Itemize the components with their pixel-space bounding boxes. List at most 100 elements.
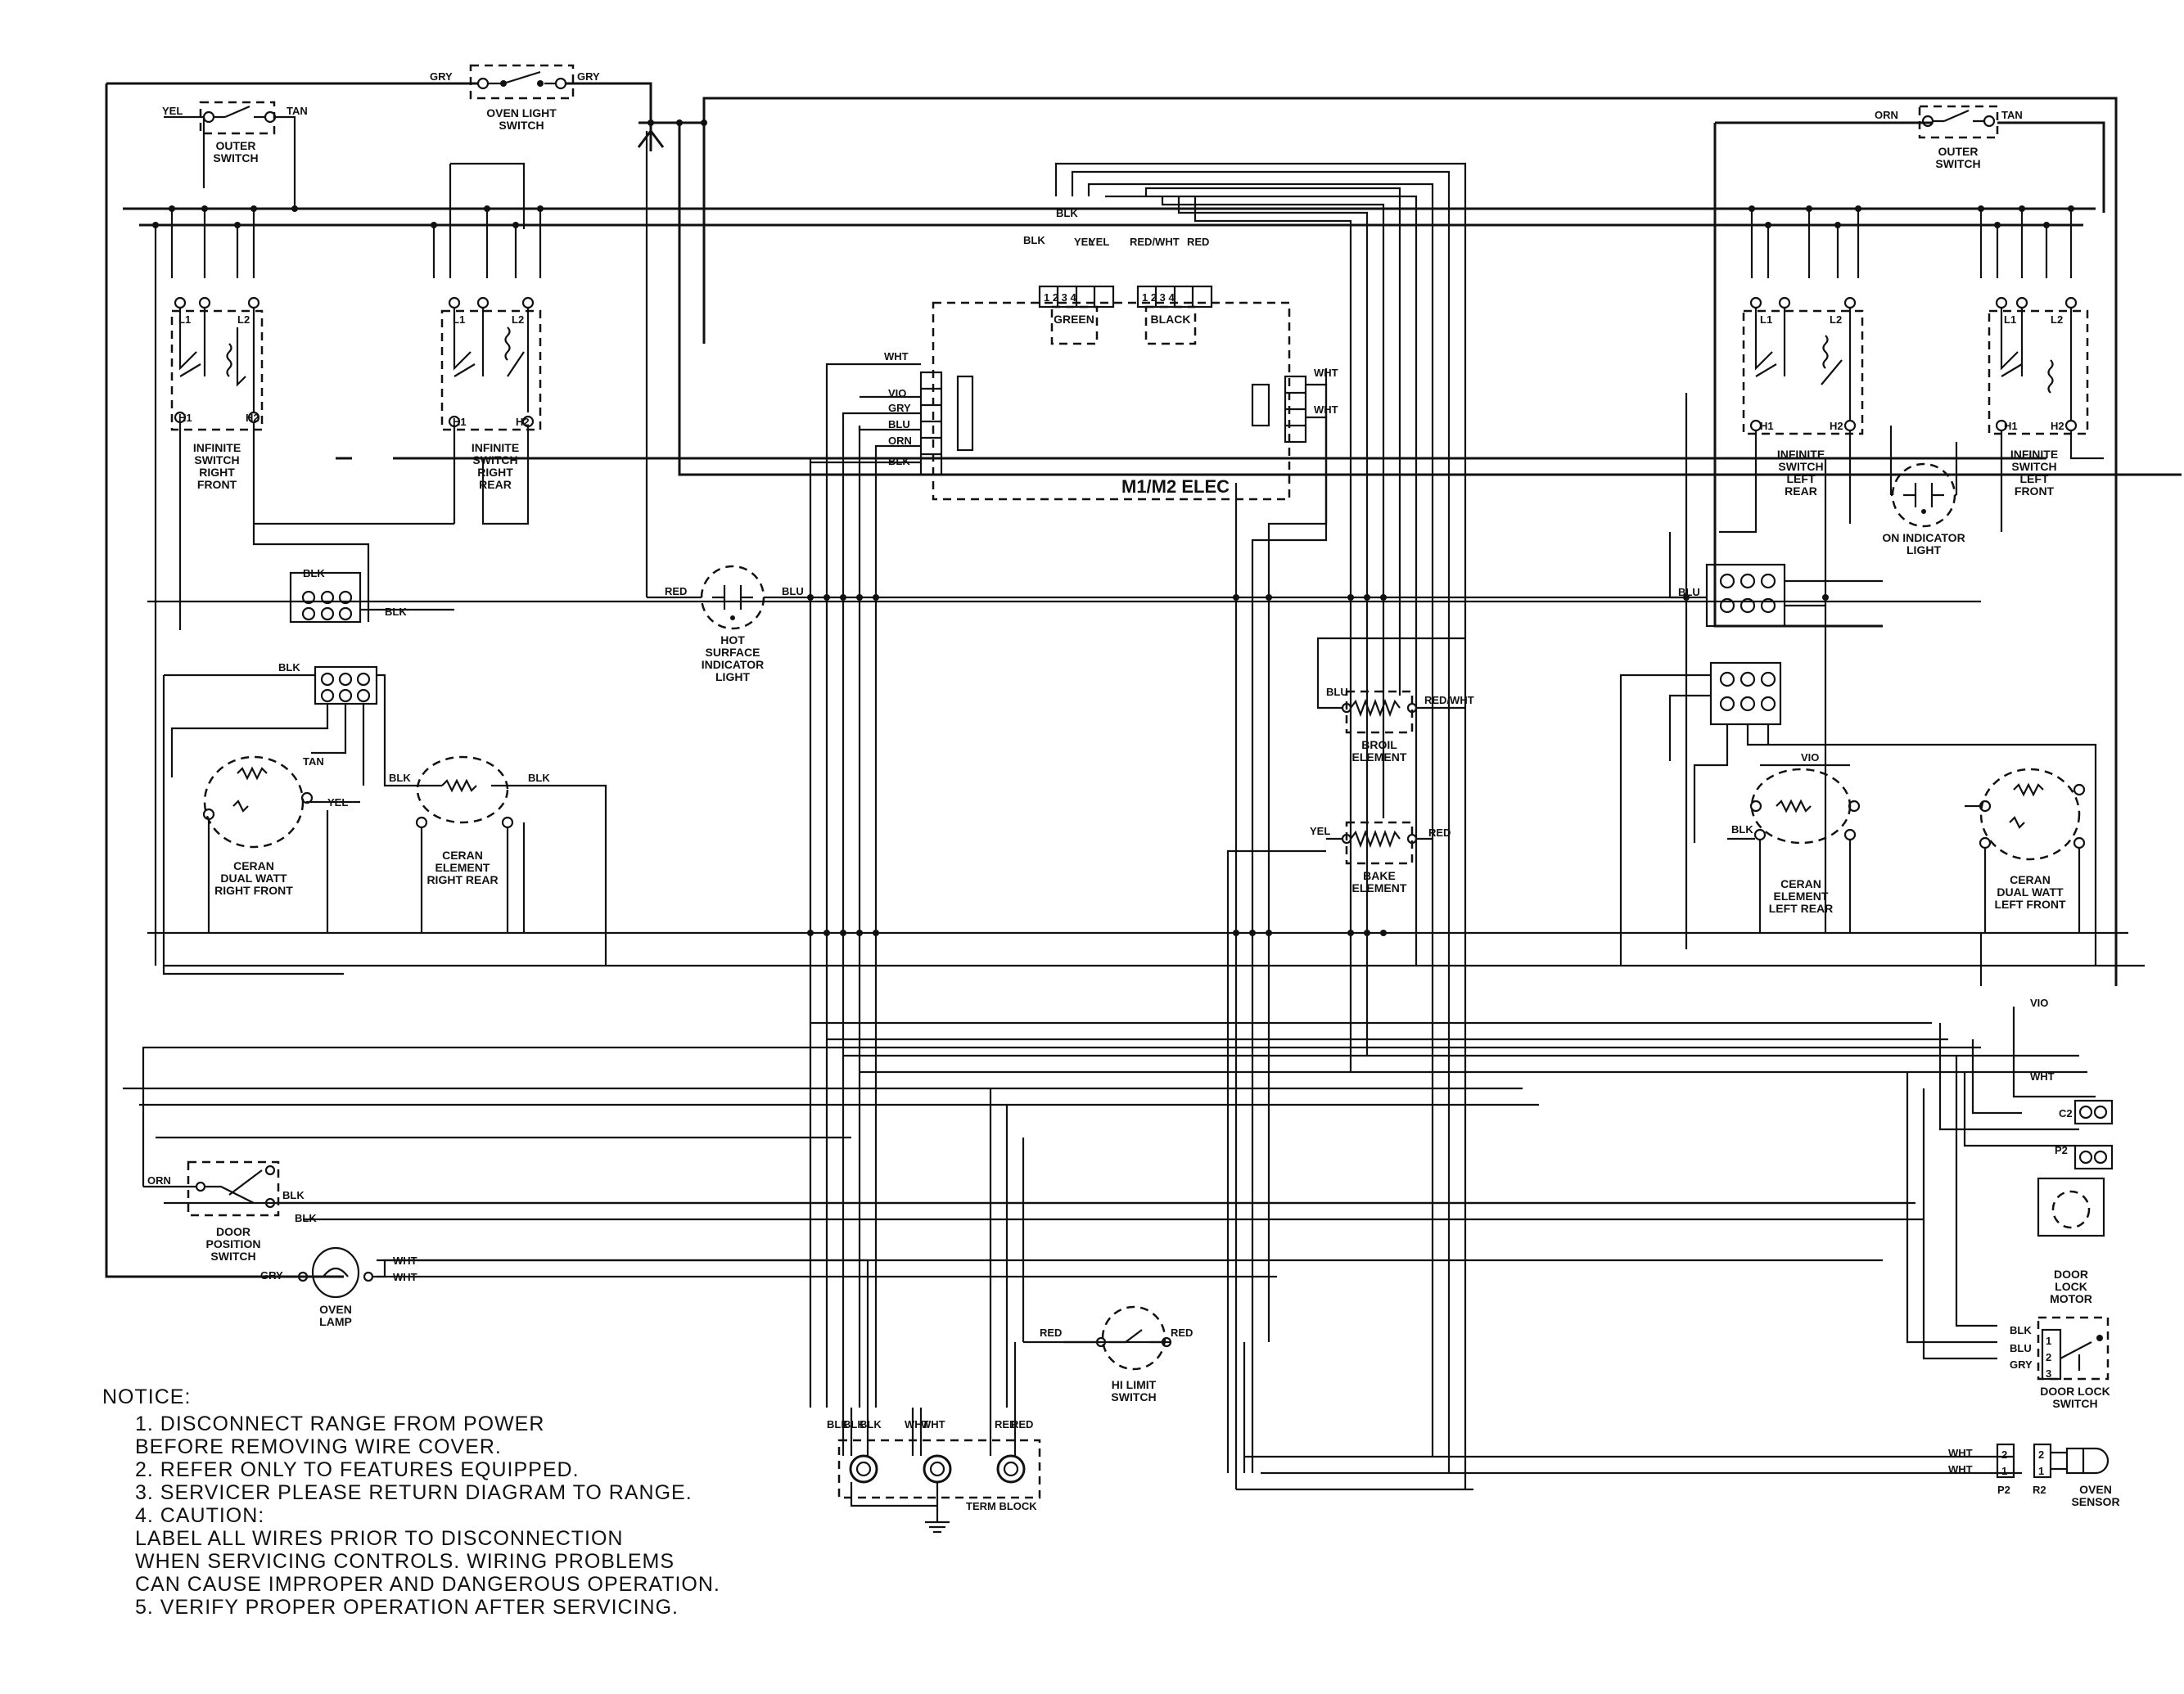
svg-text:H2: H2	[246, 412, 259, 424]
svg-text:SWITCH: SWITCH	[1778, 460, 1823, 473]
svg-text:FRONT: FRONT	[197, 478, 237, 491]
svg-text:BLK: BLK	[528, 772, 550, 784]
wire-junction	[1994, 222, 2001, 228]
svg-text:BLK: BLK	[282, 1189, 305, 1201]
wire-junction	[2068, 205, 2074, 212]
svg-text:WHT: WHT	[905, 1418, 929, 1430]
svg-text:TAN: TAN	[287, 105, 308, 117]
wire-junction	[807, 930, 814, 936]
wire-junction	[856, 930, 863, 936]
svg-text:INFINITE: INFINITE	[2010, 448, 2058, 461]
svg-text:WHT: WHT	[2030, 1070, 2055, 1083]
wire-junction	[234, 222, 241, 228]
svg-text:ON INDICATOR: ON INDICATOR	[1882, 531, 1965, 544]
svg-text:L1: L1	[178, 313, 191, 326]
svg-text:H2: H2	[516, 416, 530, 428]
svg-text:2: 2	[2001, 1448, 2007, 1461]
svg-text:YEL: YEL	[1310, 825, 1330, 837]
wire-junction	[648, 119, 654, 126]
wire-junction	[1834, 222, 1841, 228]
svg-text:INFINITE: INFINITE	[1777, 448, 1825, 461]
svg-text:BLK: BLK	[1056, 207, 1078, 219]
svg-text:3: 3	[2046, 1367, 2051, 1380]
svg-text:1: 1	[2038, 1465, 2044, 1477]
wire-junction	[431, 222, 437, 228]
svg-text:VIO: VIO	[1801, 751, 1819, 764]
svg-text:INFINITE: INFINITE	[472, 441, 519, 454]
connector-c1-left: BLK BLK	[289, 567, 454, 624]
svg-text:DOOR: DOOR	[216, 1225, 250, 1238]
wire-junction	[676, 119, 683, 126]
svg-text:LIGHT: LIGHT	[1906, 543, 1941, 556]
wire-junction	[250, 205, 257, 212]
svg-text:OVEN LIGHT: OVEN LIGHT	[486, 106, 557, 119]
wire-junction	[1347, 930, 1354, 936]
wire-junction	[1978, 205, 1984, 212]
svg-text:SWITCH: SWITCH	[2011, 460, 2056, 473]
notice-line: 1. DISCONNECT RANGE FROM POWER	[135, 1412, 544, 1435]
notice-line: 3. SERVICER PLEASE RETURN DIAGRAM TO RAN…	[135, 1481, 693, 1504]
svg-text:BLK: BLK	[295, 1212, 317, 1224]
wire-junction	[1249, 930, 1256, 936]
svg-text:SURFACE: SURFACE	[706, 646, 760, 659]
connector-p-right	[1619, 661, 2097, 966]
svg-text:TAN: TAN	[303, 755, 324, 768]
wire-junction	[1380, 930, 1387, 936]
wire-junction	[484, 205, 490, 212]
svg-text:DUAL WATT: DUAL WATT	[1997, 885, 2064, 899]
svg-text:BLK: BLK	[827, 1418, 849, 1430]
notice-line: 5. VERIFY PROPER OPERATION AFTER SERVICI…	[135, 1596, 679, 1619]
svg-text:SWITCH: SWITCH	[1111, 1390, 1156, 1403]
svg-text:1 2 3 4: 1 2 3 4	[1142, 291, 1175, 304]
svg-text:POSITION: POSITION	[206, 1237, 261, 1250]
svg-text:RED/WHT: RED/WHT	[1130, 236, 1180, 248]
svg-text:FRONT: FRONT	[2015, 484, 2055, 498]
svg-text:BLU: BLU	[782, 585, 804, 597]
notice-line: 4. CAUTION:	[135, 1504, 264, 1527]
svg-text:RIGHT: RIGHT	[477, 466, 513, 479]
wire-junction	[856, 594, 863, 601]
svg-text:YEL: YEL	[162, 105, 183, 117]
wire-junction	[2043, 222, 2050, 228]
svg-text:BLK: BLK	[843, 1418, 865, 1430]
svg-text:BLK: BLK	[385, 606, 407, 618]
svg-text:WHT: WHT	[921, 1418, 945, 1430]
svg-text:L2: L2	[512, 313, 524, 326]
svg-text:H2: H2	[2051, 420, 2064, 432]
svg-text:L1: L1	[1760, 313, 1772, 326]
svg-text:RIGHT: RIGHT	[199, 466, 235, 479]
svg-text:MOTOR: MOTOR	[2050, 1292, 2092, 1305]
svg-text:DOOR LOCK: DOOR LOCK	[2040, 1385, 2110, 1398]
wire-junction	[169, 205, 175, 212]
wire-junction	[1380, 594, 1387, 601]
svg-text:DUAL WATT: DUAL WATT	[220, 872, 287, 885]
svg-text:1 2 3 4: 1 2 3 4	[1044, 291, 1077, 304]
svg-text:BLU: BLU	[2010, 1342, 2032, 1354]
svg-text:WHT: WHT	[884, 350, 909, 363]
svg-text:SWITCH: SWITCH	[1935, 157, 1980, 170]
svg-text:L2: L2	[1830, 313, 1842, 326]
svg-text:TAN: TAN	[2001, 109, 2023, 121]
svg-text:HOT: HOT	[720, 633, 745, 647]
wire-junction	[1822, 594, 1829, 601]
svg-text:BLK: BLK	[303, 567, 325, 579]
notice-line: BEFORE REMOVING WIRE COVER.	[135, 1435, 502, 1458]
svg-text:RED: RED	[665, 585, 687, 597]
notice-line: LABEL ALL WIRES PRIOR TO DISCONNECTION	[135, 1527, 623, 1550]
wire-junction	[1749, 205, 1755, 212]
svg-text:DOOR: DOOR	[2054, 1268, 2088, 1281]
wire-junction	[1347, 594, 1354, 601]
svg-text:RED: RED	[1171, 1327, 1193, 1339]
notice-block: NOTICE: 1. DISCONNECT RANGE FROM POWER B…	[102, 1385, 720, 1619]
svg-text:RED: RED	[1040, 1327, 1062, 1339]
svg-text:SWITCH: SWITCH	[213, 151, 258, 164]
